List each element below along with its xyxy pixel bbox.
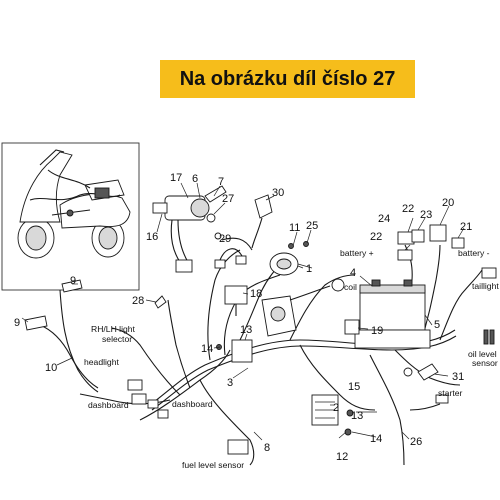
part-number-6: 6 — [192, 173, 198, 185]
part-number-23: 23 — [420, 209, 432, 221]
relay-19 — [344, 319, 360, 335]
label-battery-minus: battery - — [458, 248, 490, 258]
label-oil-level-line2: sensor — [472, 358, 498, 368]
label-coil: coil — [344, 282, 357, 292]
label-starter: starter — [438, 388, 462, 398]
part-number-11: 11 — [289, 222, 300, 234]
part-number-18: 18 — [250, 288, 262, 300]
regulator-2 — [311, 394, 339, 426]
battery — [354, 279, 431, 349]
connector-31 — [403, 363, 439, 381]
part-number-3: 3 — [227, 377, 233, 389]
part-number-14b: 14 — [370, 433, 382, 445]
part-number-17: 17 — [170, 172, 182, 184]
label-dashboard-right: dashboard — [172, 399, 213, 409]
scooter-illustration — [17, 149, 131, 259]
label-dashboard-left: dashboard — [88, 400, 129, 410]
label-fuel-level-sensor: fuel level sensor — [182, 460, 244, 470]
label-selector-line2: selector — [102, 334, 132, 344]
part-number-4: 4 — [350, 267, 356, 279]
leader-lines — [21, 182, 465, 441]
part-number-30: 30 — [272, 187, 284, 199]
part-number-15: 15 — [348, 381, 360, 393]
dashboard-connectors — [147, 399, 169, 419]
relay-13 — [216, 339, 253, 363]
harness-29 — [214, 237, 253, 269]
part-number-16: 16 — [146, 231, 158, 243]
oil-level-sensor-part — [483, 329, 495, 345]
title-banner: Na obrázku díl číslo 27 — [160, 60, 415, 98]
part-number-13b: 13 — [351, 410, 363, 422]
part-number-28: 28 — [132, 295, 144, 307]
spark-plug-caps — [24, 279, 83, 331]
label-oil-level-line1: oil level — [468, 349, 497, 359]
label-battery-plus: battery + — [340, 248, 374, 258]
horn — [269, 243, 313, 276]
connector-28 — [154, 295, 167, 309]
part-number-25: 25 — [306, 220, 318, 232]
headlight-connector — [127, 379, 147, 405]
part-number-7: 7 — [218, 176, 224, 188]
part-number-20: 20 — [442, 197, 454, 209]
part-number-22a: 22 — [402, 203, 414, 215]
part-number-1: 1 — [306, 263, 312, 275]
part-number-22b: 22 — [370, 231, 382, 243]
part-number-21: 21 — [460, 221, 472, 233]
part-number-31: 31 — [452, 371, 464, 383]
label-headlight: headlight — [84, 357, 119, 367]
part-number-27: 27 — [222, 193, 234, 205]
part-numbers: 17 6 7 27 16 30 29 11 25 1 4 5 18 28 13 … — [14, 172, 472, 463]
screws — [303, 241, 354, 436]
part-number-5: 5 — [434, 319, 440, 331]
ignition-switch — [152, 195, 210, 273]
starter-connector — [435, 394, 449, 404]
part-number-2: 2 — [333, 402, 339, 414]
fuel-level-sensor-part — [227, 439, 249, 455]
part-number-29: 29 — [219, 233, 231, 245]
part-number-24: 24 — [378, 213, 390, 225]
part-number-19: 19 — [371, 325, 383, 337]
part-number-9b: 9 — [14, 317, 20, 329]
part-number-13a: 13 — [240, 324, 252, 336]
label-selector-line1: RH/LH light — [91, 324, 136, 334]
text-labels: battery + battery - taillight coil RH/LH… — [84, 248, 499, 470]
part-number-14a: 14 — [201, 343, 213, 355]
title-banner-text: Na obrázku díl číslo 27 — [179, 67, 396, 90]
part-number-12: 12 — [336, 451, 348, 463]
coil-unit — [261, 278, 345, 337]
part-number-9a: 9 — [70, 275, 76, 287]
part-number-10: 10 — [45, 362, 57, 374]
part-number-8: 8 — [264, 442, 270, 454]
part-number-26: 26 — [410, 436, 422, 448]
relay-18 — [224, 285, 248, 316]
label-taillight: taillight — [472, 281, 499, 291]
taillight-connector — [481, 267, 497, 279]
fuse-box — [397, 224, 465, 261]
connector-30 — [251, 194, 273, 249]
scooter-inset — [1, 142, 140, 291]
